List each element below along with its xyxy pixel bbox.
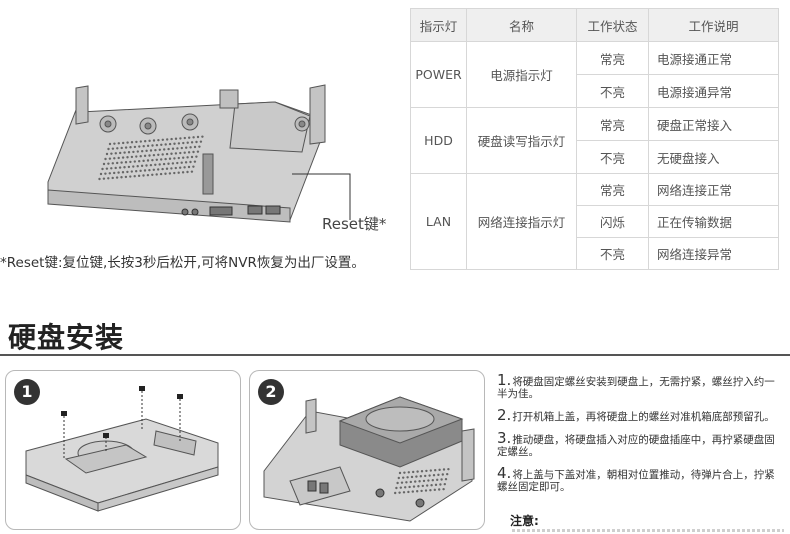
- step-text: 打开机箱上盖，再将硬盘上的螺丝对准机箱底部预留孔。: [512, 411, 775, 423]
- step-number: 2.: [497, 406, 512, 424]
- instruction-step: 1.将硬盘固定螺丝安装到硬盘上，无需拧紧，螺丝拧入约一半为佳。: [497, 371, 782, 401]
- header-desc: 工作说明: [648, 8, 779, 42]
- step-number: 4.: [497, 464, 512, 482]
- state-cell: 不亮: [576, 237, 649, 270]
- state-cell: 常亮: [576, 107, 649, 141]
- step-text: 将上盖与下盖对准，朝相对位置推动，待弹片合上，拧紧螺丝固定即可。: [497, 469, 775, 493]
- state-cell: 不亮: [576, 74, 649, 108]
- desc-cell: 网络连接正常: [648, 173, 779, 206]
- light-cell: POWER: [410, 41, 467, 108]
- table-row: LAN 网络连接指示灯 常亮 网络连接正常: [410, 173, 779, 270]
- nvr-device-illustration: [47, 84, 351, 223]
- hard-drive-screw-illustration: [25, 386, 219, 512]
- light-cell: HDD: [410, 107, 467, 174]
- table-row: 不亮 网络连接异常: [411, 237, 779, 270]
- step-number: 1.: [497, 371, 512, 389]
- vent-holes: [98, 135, 204, 181]
- instruction-step: 2.打开机箱上盖，再将硬盘上的螺丝对准机箱底部预留孔。: [497, 406, 782, 424]
- header-name: 名称: [466, 8, 577, 42]
- step2-panel: 2: [249, 370, 485, 530]
- header-state: 工作状态: [576, 8, 649, 42]
- table-header-row: 指示灯 名称 工作状态 工作说明: [410, 8, 779, 42]
- section-title: 硬盘安装: [8, 321, 125, 354]
- desc-cell: 电源接通异常: [648, 74, 779, 108]
- note-title: 注意:: [510, 514, 539, 528]
- table-row: POWER 电源指示灯 常亮 电源接通正常: [410, 41, 779, 108]
- install-instructions: 1.将硬盘固定螺丝安装到硬盘上，无需拧紧，螺丝拧入约一半为佳。 2.打开机箱上盖…: [497, 371, 782, 502]
- indicator-table: 指示灯 名称 工作状态 工作说明 POWER 电源指示灯 常亮 电源接通正常 不…: [410, 8, 779, 270]
- step1-panel: 1: [5, 370, 241, 530]
- state-cell: 常亮: [576, 41, 649, 75]
- step-number: 3.: [497, 429, 512, 447]
- name-cell: 网络连接指示灯: [466, 173, 577, 270]
- name-cell: 硬盘读写指示灯: [466, 107, 577, 174]
- name-cell: 电源指示灯: [466, 41, 577, 108]
- instruction-step: 3.推动硬盘，将硬盘插入对应的硬盘插座中，再拧紧硬盘固定螺丝。: [497, 429, 782, 459]
- desc-cell: 网络连接异常: [648, 237, 779, 270]
- reset-button-label: Reset键*: [322, 215, 387, 233]
- step1-badge: 1: [14, 379, 40, 405]
- state-cell: 不亮: [576, 140, 649, 174]
- state-cell: 闪烁: [576, 205, 649, 238]
- section-divider: [0, 354, 790, 356]
- desc-cell: 电源接通正常: [648, 41, 779, 75]
- state-cell: 常亮: [576, 173, 649, 206]
- light-cell: LAN: [410, 173, 467, 270]
- header-light: 指示灯: [410, 8, 467, 42]
- table-row: 闪烁 正在传输数据: [411, 205, 779, 238]
- reset-note: *Reset键:复位键,长按3秒后松开,可将NVR恢复为出厂设置。: [0, 255, 365, 271]
- instruction-step: 4.将上盖与下盖对准，朝相对位置推动，待弹片合上，拧紧螺丝固定即可。: [497, 464, 782, 494]
- desc-cell: 无硬盘接入: [648, 140, 779, 174]
- desc-cell: 硬盘正常接入: [648, 107, 779, 141]
- step2-badge: 2: [258, 379, 284, 405]
- desc-cell: 正在传输数据: [648, 205, 779, 238]
- table-row: HDD 硬盘读写指示灯 常亮 硬盘正常接入: [410, 107, 779, 174]
- chassis-drive-illustration: [263, 396, 475, 522]
- note-text-cutoff: [512, 529, 784, 532]
- step-text: 将硬盘固定螺丝安装到硬盘上，无需拧紧，螺丝拧入约一半为佳。: [497, 376, 775, 400]
- step-text: 推动硬盘，将硬盘插入对应的硬盘插座中，再拧紧硬盘固定螺丝。: [497, 434, 775, 458]
